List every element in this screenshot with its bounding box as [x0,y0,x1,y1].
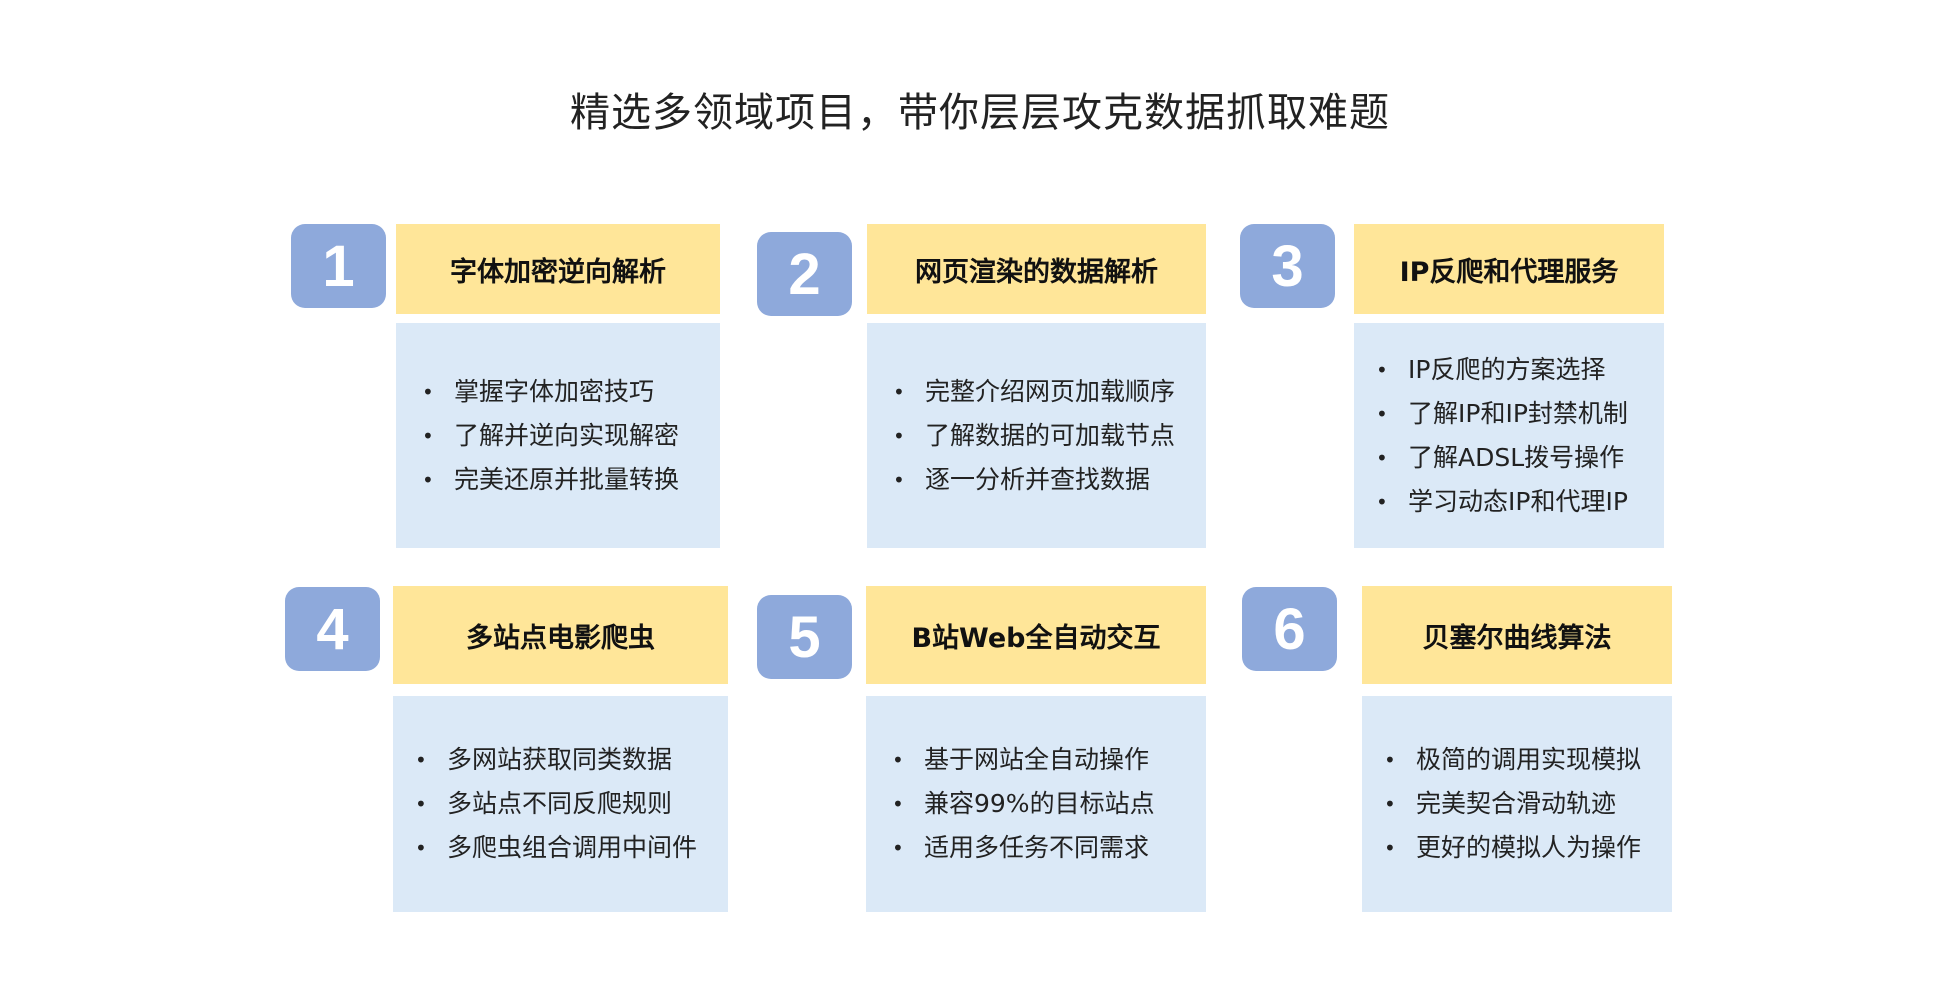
card-feature-list: IP反爬的方案选择 了解IP和IP封禁机制 了解ADSL拨号操作 学习动态IP和… [1376,348,1628,524]
list-item: 掌握字体加密技巧 [422,370,679,414]
card-feature-list: 掌握字体加密技巧 了解并逆向实现解密 完美还原并批量转换 [422,370,679,502]
card-feature-list: 完整介绍网页加载顺序 了解数据的可加载节点 逐一分析并查找数据 [893,370,1175,502]
card-number-badge: 4 [285,587,380,671]
card-body: 完整介绍网页加载顺序 了解数据的可加载节点 逐一分析并查找数据 [867,323,1206,548]
list-item: 完整介绍网页加载顺序 [893,370,1175,414]
list-item: 极简的调用实现模拟 [1384,738,1641,782]
card-number-badge: 2 [757,232,852,316]
card-body: IP反爬的方案选择 了解IP和IP封禁机制 了解ADSL拨号操作 学习动态IP和… [1354,323,1664,548]
card-title: 字体加密逆向解析 [396,224,720,314]
card-title: 网页渲染的数据解析 [867,224,1206,314]
list-item: 了解数据的可加载节点 [893,414,1175,458]
card-title: 贝塞尔曲线算法 [1362,586,1672,684]
list-item: 多站点不同反爬规则 [415,782,697,826]
card-feature-list: 基于网站全自动操作 兼容99%的目标站点 适用多任务不同需求 [892,738,1155,870]
list-item: 更好的模拟人为操作 [1384,826,1641,870]
list-item: 多网站获取同类数据 [415,738,697,782]
list-item: 基于网站全自动操作 [892,738,1155,782]
list-item: 完美契合滑动轨迹 [1384,782,1641,826]
page-title: 精选多领域项目，带你层层攻克数据抓取难题 [570,90,1390,136]
card-number-badge: 1 [291,224,386,308]
card-body: 基于网站全自动操作 兼容99%的目标站点 适用多任务不同需求 [866,696,1206,912]
list-item: 了解ADSL拨号操作 [1376,436,1628,480]
card-number-badge: 5 [757,595,852,679]
card-body: 掌握字体加密技巧 了解并逆向实现解密 完美还原并批量转换 [396,323,720,548]
card-number-badge: 6 [1242,587,1337,671]
card-title: 多站点电影爬虫 [393,586,728,684]
list-item: 兼容99%的目标站点 [892,782,1155,826]
list-item: 了解并逆向实现解密 [422,414,679,458]
list-item: 了解IP和IP封禁机制 [1376,392,1628,436]
card-feature-list: 多网站获取同类数据 多站点不同反爬规则 多爬虫组合调用中间件 [415,738,697,870]
card-feature-list: 极简的调用实现模拟 完美契合滑动轨迹 更好的模拟人为操作 [1384,738,1641,870]
list-item: 完美还原并批量转换 [422,458,679,502]
card-title: IP反爬和代理服务 [1354,224,1664,314]
list-item: IP反爬的方案选择 [1376,348,1628,392]
card-body: 多网站获取同类数据 多站点不同反爬规则 多爬虫组合调用中间件 [393,696,728,912]
list-item: 多爬虫组合调用中间件 [415,826,697,870]
list-item: 逐一分析并查找数据 [893,458,1175,502]
card-title: B站Web全自动交互 [866,586,1206,684]
card-number-badge: 3 [1240,224,1335,308]
card-body: 极简的调用实现模拟 完美契合滑动轨迹 更好的模拟人为操作 [1362,696,1672,912]
list-item: 学习动态IP和代理IP [1376,480,1628,524]
list-item: 适用多任务不同需求 [892,826,1155,870]
